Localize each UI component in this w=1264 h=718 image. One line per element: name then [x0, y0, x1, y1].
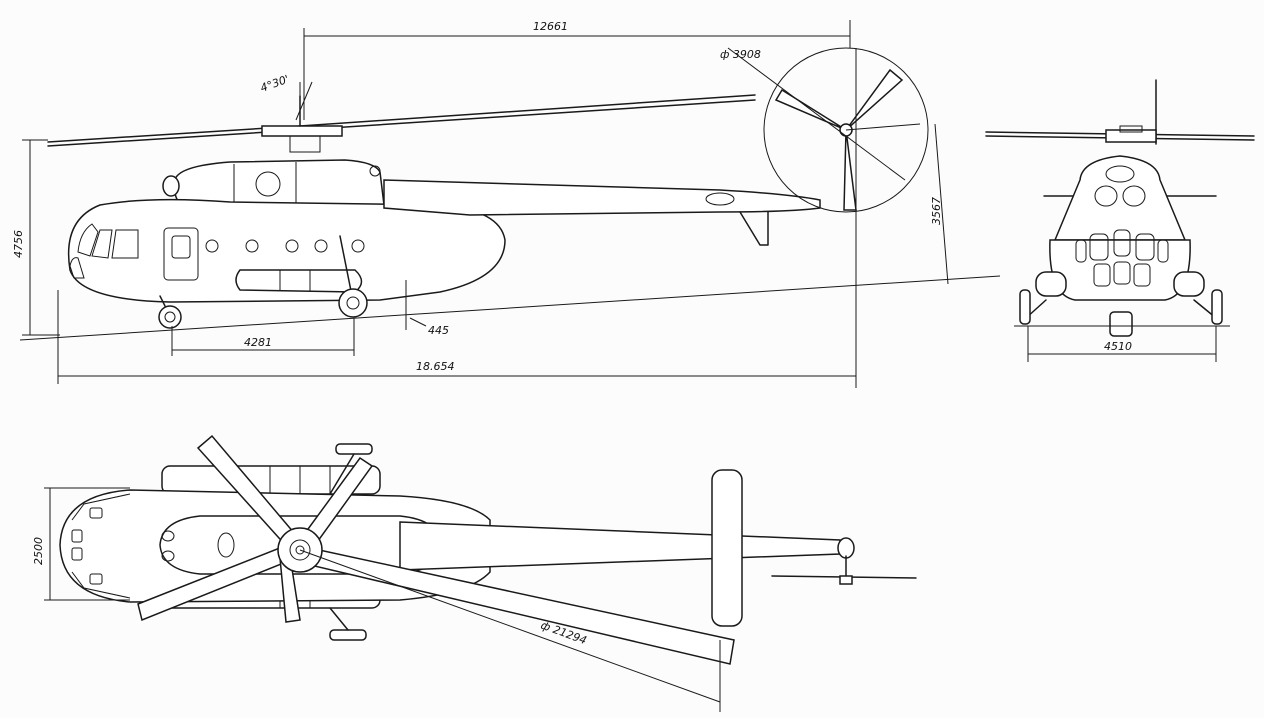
side-rotor-blade-right [299, 99, 756, 131]
front-view [985, 79, 1255, 337]
top-tail-boom [399, 521, 841, 571]
front-dimensions: 4510 [1027, 326, 1217, 362]
side-rotor-hub [261, 125, 343, 137]
top-view [59, 434, 917, 665]
side-view [47, 47, 929, 329]
dim-length-total: 18.654 [416, 360, 455, 373]
side-main-wheel [338, 288, 368, 318]
porthole [205, 239, 219, 253]
front-right-wheel [1211, 289, 1223, 325]
front-upper-body [1053, 155, 1187, 241]
dim-front-width: 4510 [1104, 340, 1132, 353]
side-fuel-tank [235, 269, 363, 293]
dim-height-total: 4756 [12, 230, 25, 258]
dim-tail-rotor-diameter: ф 3908 [720, 48, 761, 61]
side-engine-housing [173, 159, 385, 209]
side-nose-wheel [158, 305, 182, 329]
side-tail-skid [739, 211, 769, 246]
side-tail-rotor-disc [763, 47, 929, 213]
dim-rotor-hub-to-tail: 12661 [533, 20, 568, 33]
front-left-wheel [1019, 289, 1031, 325]
side-rotor-blade-left [47, 129, 301, 147]
side-fuselage [67, 198, 506, 303]
dim-tail-height: 3567 [930, 197, 943, 225]
side-tail-boom [383, 179, 821, 216]
dim-wheelbase: 4281 [244, 336, 272, 349]
side-dimensions: 12661 ф 3908 4°30' 4756 3567 445 4281 18… [12, 20, 1001, 388]
side-door [163, 227, 199, 281]
front-cockpit [1049, 239, 1191, 301]
dim-clearance: 445 [428, 324, 449, 337]
front-nose-wheel [1109, 311, 1133, 337]
dim-rotor-tilt: 4°30' [259, 73, 291, 95]
top-stabilizer [711, 469, 743, 627]
dim-top-width: 2500 [32, 537, 45, 565]
